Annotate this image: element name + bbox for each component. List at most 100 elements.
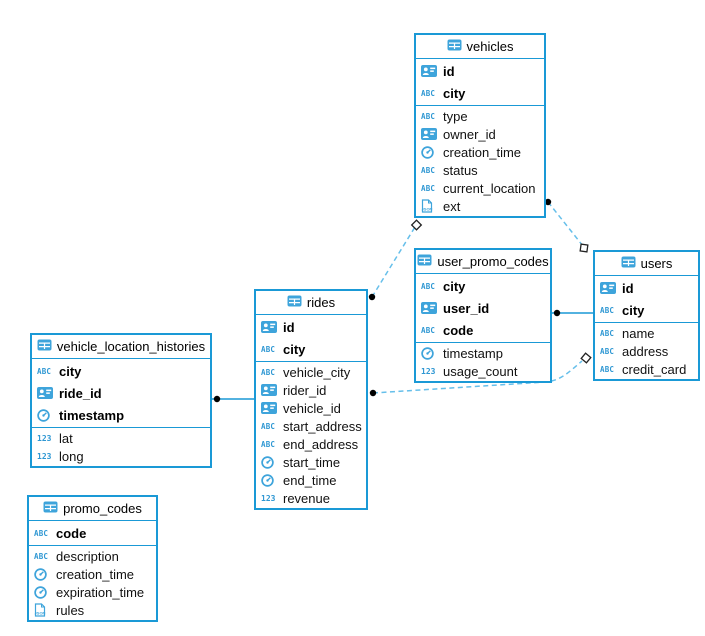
field-name: lat [59,430,73,446]
id-type-icon [421,302,443,314]
json-type-icon: JSON [421,199,443,213]
abc-type-icon: ABC [261,421,276,431]
key-field-row-timestamp: timestamp [32,404,210,426]
field-name: id [283,319,295,335]
relationship-user_promo_codes-to-users [551,309,593,317]
field-row-description: ABC description [29,547,156,565]
relationship-rides-to-vehicles [368,219,423,301]
field-name: creation_time [443,144,522,160]
key-field-row-id: id [595,277,698,299]
field-name: ext [443,198,461,214]
table-title: vehicle_location_histories [56,339,206,354]
number-type-icon: 123 [37,433,52,443]
id-type-icon [421,65,443,77]
abc-type-icon: ABC [421,88,436,98]
abc-type-icon: ABC [421,111,436,121]
table-header: user_promo_codes [416,250,550,274]
table-icon [417,253,432,271]
field-row-ext: JSON ext [416,197,544,215]
field-name: name [622,325,655,341]
table-icon [621,255,636,273]
field-name: owner_id [443,126,496,142]
table-icon [43,500,58,518]
table-title: users [640,256,673,271]
table-title: promo_codes [63,501,142,516]
table-title: rides [306,295,336,310]
key-field-row-ride_id: ride_id [32,382,210,404]
key-field-row-user_id: user_id [416,297,550,319]
number-type-icon: 123 [261,493,276,503]
abc-type-icon: ABC [261,367,276,377]
field-name: rules [56,602,85,618]
relationship-endpoint-dot [213,395,221,403]
field-row-start_address: ABC start_address [256,417,366,435]
field-name: end_address [283,436,359,452]
field-row-vehicle_id: vehicle_id [256,399,366,417]
field-row-name: ABC name [595,324,698,342]
relationship-endpoint-square [580,352,592,364]
table-header: rides [256,291,366,315]
field-name: current_location [443,180,536,196]
table-header: vehicles [416,35,544,59]
field-name: id [622,280,634,296]
field-row-end_time: end_time [256,471,366,489]
field-name: id [443,63,455,79]
id-type-icon [261,402,283,414]
clock-type-icon [34,585,56,599]
field-row-lat: 123 lat [32,429,210,447]
key-field-row-id: id [416,60,544,82]
field-name: description [56,548,119,564]
id-type-icon [37,387,59,399]
field-name: timestamp [59,407,125,423]
field-name: expiration_time [56,584,145,600]
relationship-line [547,201,584,247]
field-name: start_time [283,454,341,470]
field-name: code [56,525,87,541]
field-name: timestamp [443,345,503,361]
relationship-endpoint-dot [368,293,376,301]
abc-type-icon: ABC [600,328,615,338]
number-type-icon: 123 [37,451,52,461]
field-name: city [443,278,466,294]
abc-type-icon: ABC [34,551,49,561]
field-name: city [622,302,645,318]
svg-text:JSON: JSON [35,611,46,616]
relationship-line [371,226,416,298]
abc-type-icon: ABC [600,305,615,315]
field-name: start_address [283,418,362,434]
json-type-icon: JSON [34,603,56,617]
field-name: address [622,343,669,359]
field-row-timestamp: timestamp [416,344,550,362]
relationship-vehicle_location_histories-to-rides [211,395,255,403]
relationship-endpoint-dot [544,198,552,206]
field-row-rules: JSON rules [29,601,156,619]
svg-text:JSON: JSON [422,207,433,212]
abc-type-icon: ABC [261,344,276,354]
clock-type-icon [261,455,283,469]
number-type-icon: 123 [421,366,436,376]
relationship-endpoint-dot [369,389,377,397]
table-icon [447,38,462,56]
